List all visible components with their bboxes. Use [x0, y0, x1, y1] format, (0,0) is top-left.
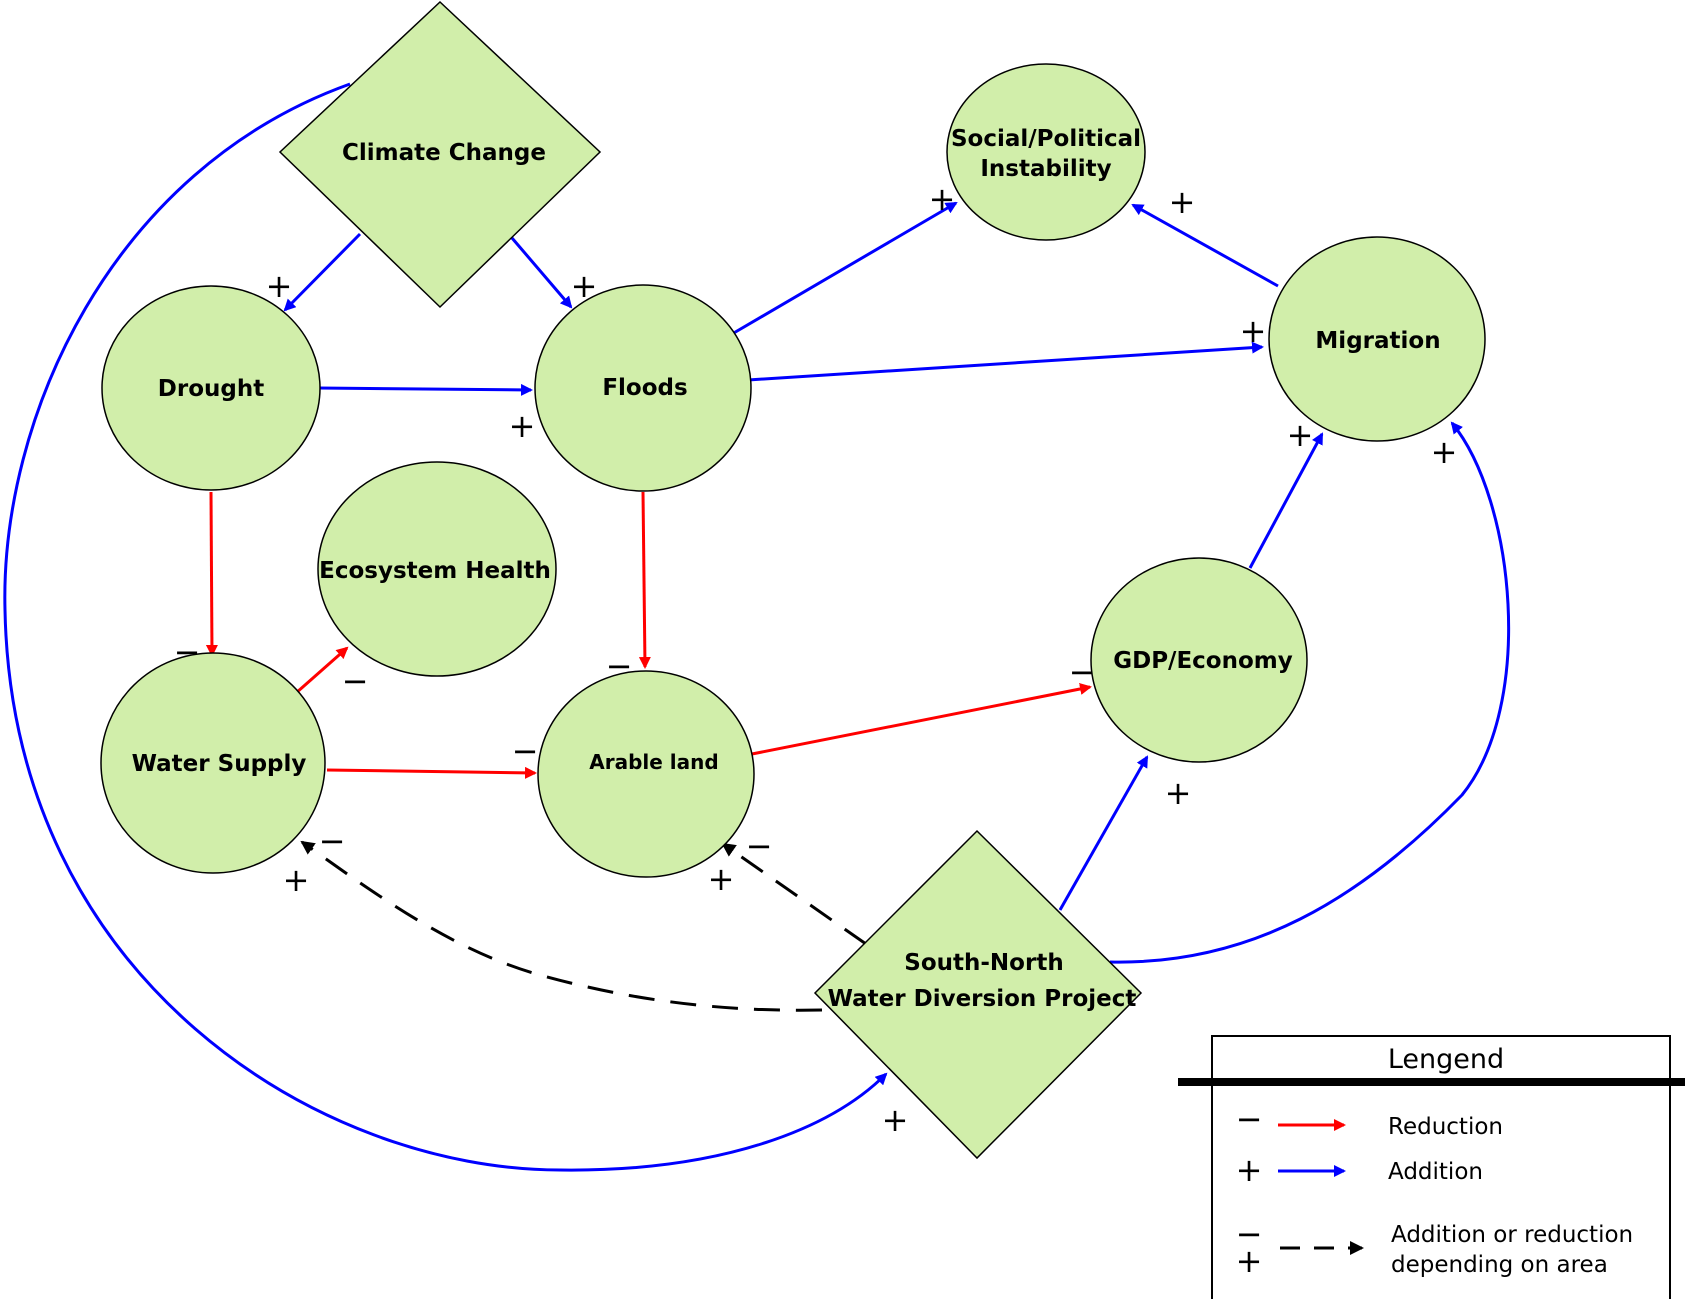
sign-plus: +: [283, 861, 310, 899]
edge-snwdp-to-gdp: [1058, 755, 1149, 911]
edge-snwdp-to-arableland: [721, 842, 867, 946]
label-social-political-2: Instability: [980, 156, 1111, 182]
legend-mixed-label-2: depending on area: [1391, 1252, 1608, 1278]
sign-plus: +: [509, 407, 536, 445]
label-ecosystem-health: Ecosystem Health: [319, 558, 551, 584]
legend-sign-plus: +: [1236, 1242, 1263, 1280]
edge-climate-to-floods: [510, 237, 573, 309]
legend-sign-minus: −: [1236, 1100, 1263, 1138]
legend-mixed-label-1: Addition or reduction: [1391, 1222, 1633, 1248]
node-climate-change: [278, 0, 602, 309]
node-migration: [1268, 236, 1486, 442]
legend-sign-plus: +: [1236, 1151, 1263, 1189]
label-arable-land: Arable land: [589, 750, 718, 774]
label-floods: Floods: [602, 375, 687, 401]
node-social-political: [946, 63, 1146, 241]
sign-plus: +: [1169, 183, 1196, 221]
sign-plus: +: [571, 267, 598, 305]
node-floods: [534, 284, 752, 492]
label-snwdp-2: Water Diversion Project: [828, 986, 1137, 1012]
sign-plus: +: [882, 1101, 909, 1139]
sign-plus: +: [1240, 312, 1267, 350]
node-drought: [101, 285, 321, 491]
label-gdp-economy: GDP/Economy: [1113, 648, 1293, 674]
edge-gdp-to-migration: [1248, 432, 1324, 569]
sign-minus: −: [342, 662, 369, 700]
edge-floods-to-migration: [747, 341, 1264, 382]
edge-watersupply-to-arableland: [326, 766, 537, 779]
edge-migration-to-social: [1131, 203, 1279, 288]
legend-title: Lengend: [1388, 1044, 1504, 1075]
sign-minus: −: [606, 647, 633, 685]
edge-climate-to-snwdp: [3, 82, 888, 1172]
edge-floods-to-social: [731, 201, 958, 336]
label-migration: Migration: [1315, 328, 1440, 354]
sign-minus: −: [1069, 653, 1096, 691]
legend-addition-label: Addition: [1388, 1159, 1483, 1185]
node-ecosystem-health: [317, 461, 557, 677]
label-snwdp-1: South-North: [904, 950, 1063, 976]
sign-plus: +: [929, 180, 956, 218]
sign-plus: +: [1165, 774, 1192, 812]
label-social-political-1: Social/Political: [951, 126, 1141, 152]
legend-sign-minus: −: [1236, 1215, 1263, 1253]
node-snwdp: [813, 829, 1143, 1160]
sign-plus: +: [266, 267, 293, 305]
edge-floods-to-arableland: [638, 491, 651, 669]
edge-snwdp-to-watersupply: [300, 840, 823, 1012]
sign-minus: −: [746, 827, 773, 865]
legend: Lengend − Reduction + Addition − + Addit…: [1178, 1035, 1685, 1299]
legend-reduction-label: Reduction: [1388, 1114, 1503, 1140]
node-gdp-economy: [1090, 557, 1308, 763]
sign-minus: −: [319, 822, 346, 860]
label-climate-change: Climate Change: [342, 140, 546, 166]
node-water-supply: [100, 652, 326, 874]
node-arable-land: [537, 670, 755, 878]
edge-drought-to-watersupply: [205, 491, 218, 657]
edge-drought-to-floods: [317, 383, 533, 396]
edge-arableland-to-gdp: [751, 683, 1092, 756]
edge-watersupply-to-ecosystem: [295, 646, 349, 695]
label-drought: Drought: [158, 376, 264, 402]
sign-plus: +: [1431, 433, 1458, 471]
sign-plus: +: [1287, 416, 1314, 454]
sign-minus: −: [512, 732, 539, 770]
sign-plus: +: [708, 860, 735, 898]
sign-minus: −: [174, 633, 201, 671]
label-water-supply: Water Supply: [132, 751, 307, 777]
edge-snwdp-to-migration: [1109, 421, 1511, 964]
edge-climate-to-drought: [283, 232, 362, 312]
